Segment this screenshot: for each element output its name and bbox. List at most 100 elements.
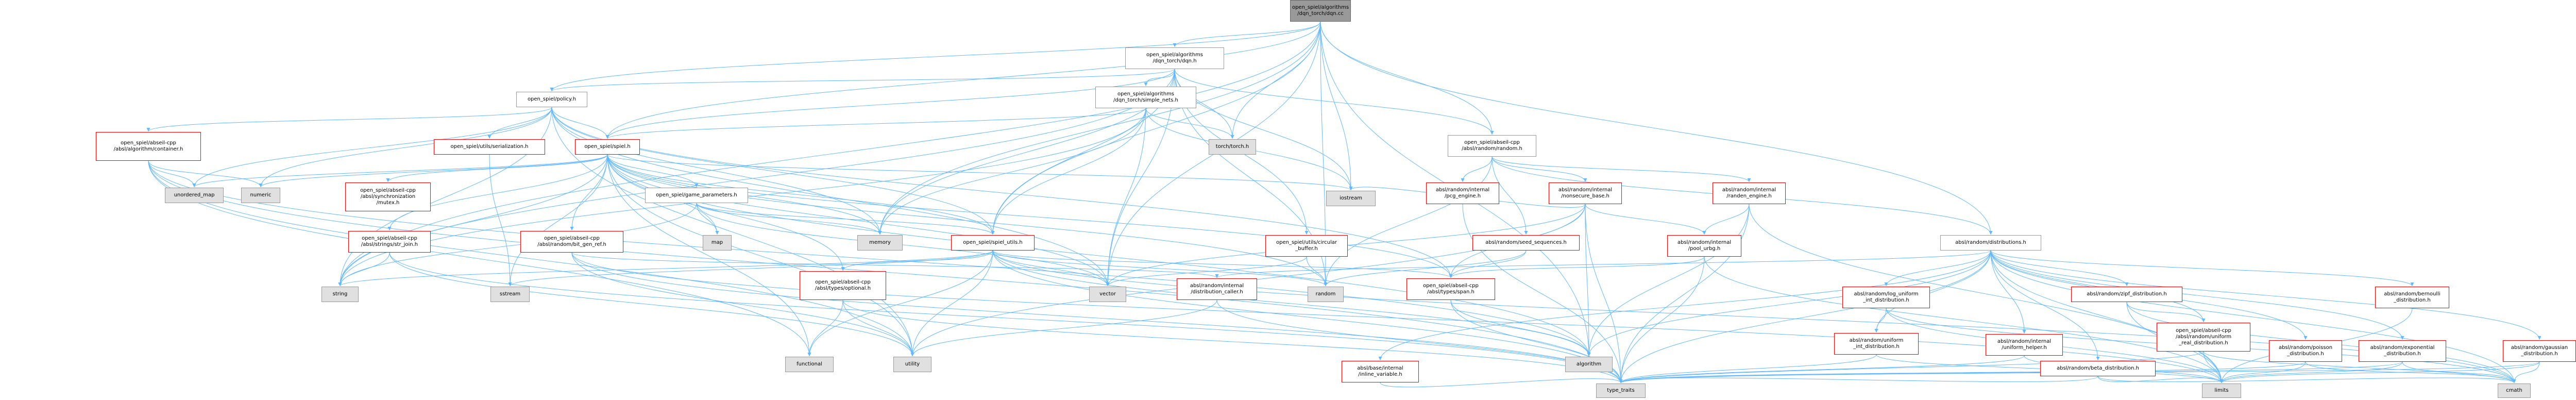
edge-seedseq-to-span	[1449, 250, 1527, 278]
graph-node-circbuf[interactable]: open_spiel/utils/circular _buffer.h	[1265, 235, 1348, 257]
edge-root-to-distributions	[1320, 21, 1993, 235]
graph-node-randomstd[interactable]: random	[1308, 287, 1344, 302]
edge-gameparams-to-memory	[696, 203, 882, 235]
edge-root-to-memory	[878, 21, 1321, 235]
edge-distributions-to-type_traits	[1619, 250, 1991, 384]
graph-node-mutex[interactable]: open_spiel/abseil-cpp /absl/synchronizat…	[345, 182, 431, 211]
edge-betadist-to-cmath	[2097, 376, 2516, 384]
edge-spiel-to-spielutils	[607, 154, 995, 235]
graph-node-string[interactable]: string	[321, 287, 359, 302]
edge-container-to-unordered_map	[148, 160, 196, 188]
edge-exponential-to-cmath	[2402, 361, 2516, 384]
edge-spiel-to-mutex	[386, 154, 608, 182]
edge-bitgen-to-distcaller	[571, 252, 1219, 278]
edge-spielutils-to-span	[992, 250, 1453, 278]
edge-gameparams-to-string	[338, 203, 697, 287]
graph-node-vector[interactable]: vector	[1089, 287, 1126, 302]
edge-spiel-to-strjoin	[387, 154, 608, 231]
graph-node-betadist[interactable]: absl/random/beta_distribution.h	[2040, 361, 2156, 376]
graph-node-limits[interactable]: limits	[2202, 384, 2241, 398]
graph-node-type-traits[interactable]: type_traits	[1596, 384, 1646, 398]
edge-exponential-to-limits	[2219, 361, 2403, 384]
graph-node-loguniform[interactable]: absl/random/log_uniform _int_distributio…	[1842, 287, 1930, 308]
edge-policy-to-container	[146, 107, 552, 132]
edge-spielutils-to-optional	[841, 250, 993, 271]
graph-node-randengine[interactable]: absl/random/internal /randen_engine.h	[1713, 182, 1786, 204]
graph-node-spiel[interactable]: open_spiel/spiel.h	[575, 139, 640, 155]
edge-policy-to-unordered_map	[192, 107, 552, 188]
edge-simplenets-to-vector	[1106, 108, 1146, 287]
graph-node-seedseq[interactable]: absl/random/seed_sequences.h	[1472, 235, 1580, 251]
graph-node-inlinevar[interactable]: absl/base/internal /inline_variable.h	[1342, 361, 1419, 382]
edge-span-to-algorithm	[1450, 299, 1591, 357]
edge-nonsecure-to-type_traits	[1585, 204, 1623, 384]
edge-strjoin-to-type_traits	[389, 252, 1623, 384]
edge-policy-to-spielutils	[551, 107, 995, 235]
graph-node-gaussian[interactable]: absl/random/gaussian _distribution.h	[2503, 340, 2576, 362]
graph-node-container[interactable]: open_spiel/abseil-cpp /absl/algorithm/co…	[96, 132, 201, 161]
edge-policy-to-numeric	[259, 107, 552, 188]
edge-root-to-dqnh	[1173, 21, 1321, 47]
edge-container-to-numeric	[148, 160, 263, 188]
edge-distributions-to-gaussian	[1990, 250, 2541, 340]
graph-node-torch[interactable]: torch/torch.h	[1209, 139, 1256, 155]
graph-node-utility[interactable]: utility	[893, 357, 931, 372]
graph-node-pcgengine[interactable]: absl/random/internal /pcg_engine.h	[1426, 182, 1499, 204]
graph-node-uniformreal[interactable]: open_spiel/abseil-cpp /absl/random/unifo…	[2157, 323, 2250, 352]
edge-random-to-nonsecure	[1492, 156, 1587, 182]
edge-distributions-to-loguniform	[1884, 250, 1991, 287]
graph-node-bitgen[interactable]: open_spiel/abseil-cpp /absl/random/bit_g…	[520, 231, 623, 253]
graph-node-algorithm[interactable]: algorithm	[1565, 357, 1613, 372]
edge-uniformhelper-to-type_traits	[1619, 355, 2025, 384]
graph-node-distributions[interactable]: absl/random/distributions.h	[1940, 235, 2041, 251]
graph-node-root[interactable]: open_spiel/algorithms /dqn_torch/dqn.cc	[1290, 0, 1351, 22]
graph-node-spielutils[interactable]: open_spiel/spiel_utils.h	[951, 235, 1035, 251]
edge-uniformreal-to-limits	[2203, 351, 2224, 384]
graph-node-poolurbg[interactable]: absl/random/internal /pool_urbg.h	[1667, 235, 1741, 257]
graph-node-policy[interactable]: open_spiel/policy.h	[516, 92, 587, 107]
graph-node-bernoulli[interactable]: absl/random/bernoulli _distribution.h	[2375, 287, 2449, 308]
edge-distributions-to-zipf	[1990, 250, 2129, 287]
graph-node-functional[interactable]: functional	[785, 357, 834, 372]
graph-node-exponential[interactable]: absl/random/exponential _distribution.h	[2359, 340, 2446, 362]
graph-node-poisson[interactable]: absl/random/poisson _distribution.h	[2269, 340, 2342, 362]
edge-uniformreal-to-type_traits	[1619, 351, 2204, 384]
graph-node-memory[interactable]: memory	[857, 235, 903, 251]
edge-bitgen-to-limits	[571, 252, 2224, 384]
edge-spiel-to-functional	[607, 154, 811, 357]
graph-node-zipf[interactable]: absl/random/zipf_distribution.h	[2071, 287, 2182, 302]
graph-node-simplenets[interactable]: open_spiel/algorithms /dqn_torch/simple_…	[1095, 87, 1196, 108]
edge-policy-to-spiel	[551, 107, 609, 139]
graph-node-optional[interactable]: open_spiel/abseil-cpp /absl/types/option…	[800, 271, 886, 300]
edge-spiel-to-span	[607, 154, 1453, 278]
graph-node-span[interactable]: open_spiel/abseil-cpp /absl/types/span.h	[1406, 278, 1495, 300]
graph-node-serialization[interactable]: open_spiel/utils/serialization.h	[434, 139, 545, 155]
edge-randengine-to-poolurbg	[1702, 204, 1750, 235]
graph-node-random[interactable]: open_spiel/abseil-cpp /absl/random/rando…	[1448, 135, 1536, 157]
graph-node-dqnh[interactable]: open_spiel/algorithms /dqn_torch/dqn.h	[1125, 47, 1224, 69]
graph-node-uniformhelper[interactable]: absl/random/internal /uniform_helper.h	[1986, 334, 2063, 356]
edge-distributions-to-uniformint	[1874, 250, 1991, 333]
graph-node-iostream[interactable]: iostream	[1326, 191, 1376, 206]
edge-gameparams-to-map	[696, 203, 719, 235]
edge-distributions-to-distcaller	[1215, 250, 1991, 278]
edge-distributions-to-betadist	[1990, 250, 2100, 361]
graph-node-sstream[interactable]: sstream	[490, 287, 530, 302]
graph-node-gameparams[interactable]: open_spiel/game_parameters.h	[645, 188, 748, 203]
edge-policy-to-serialization	[487, 107, 552, 139]
edge-distributions-to-inlinevar	[1378, 250, 1991, 361]
edge-random-to-pcgengine	[1461, 156, 1493, 182]
graph-node-unordered-map[interactable]: unordered_map	[165, 188, 224, 203]
graph-node-nonsecure[interactable]: absl/random/internal /nonsecure_base.h	[1549, 182, 1622, 204]
edge-nonsecure-to-algorithm	[1585, 204, 1591, 357]
graph-node-uniformint[interactable]: absl/random/uniform _int_distribution.h	[1834, 333, 1919, 355]
graph-node-map[interactable]: map	[703, 235, 732, 251]
edge-zipf-to-uniformreal	[2126, 302, 2206, 323]
graph-node-distcaller[interactable]: absl/random/internal /distribution_calle…	[1177, 278, 1257, 300]
edge-random-to-seedseq	[1492, 156, 1528, 235]
graph-node-numeric[interactable]: numeric	[241, 188, 280, 203]
edge-simplenets-to-torch	[1145, 108, 1234, 139]
graph-node-strjoin[interactable]: open_spiel/abseil-cpp /absl/strings/str_…	[348, 231, 431, 253]
graph-node-cmath[interactable]: cmath	[2498, 384, 2531, 398]
